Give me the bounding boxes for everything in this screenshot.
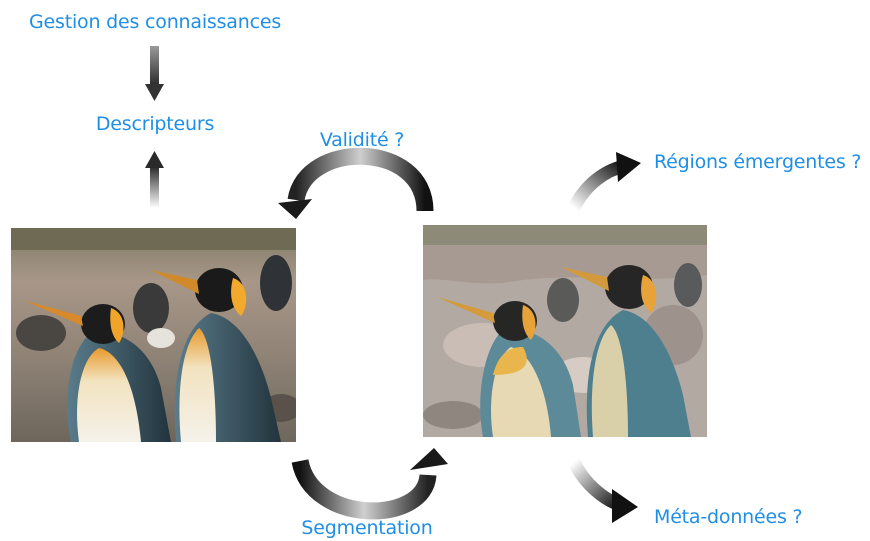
validity-arc-arrow-icon [278,147,434,219]
metadata-label: Méta-données ? [654,506,803,528]
down-arrow-icon [145,46,164,101]
up-arrow-icon [145,151,164,208]
knowledge-management-label: Gestion des connaissances [28,11,282,33]
validity-label: Validité ? [319,129,405,151]
regions-arrow-icon [568,152,641,212]
metadata-arrow-icon [568,458,638,523]
descriptors-label: Descripteurs [95,113,215,135]
emergent-regions-label: Régions émergentes ? [654,151,862,173]
segmented-penguin-image [423,225,707,437]
segmentation-arc-arrow-icon [291,448,448,520]
segmentation-label: Segmentation [301,517,433,539]
original-penguin-image [11,228,296,442]
